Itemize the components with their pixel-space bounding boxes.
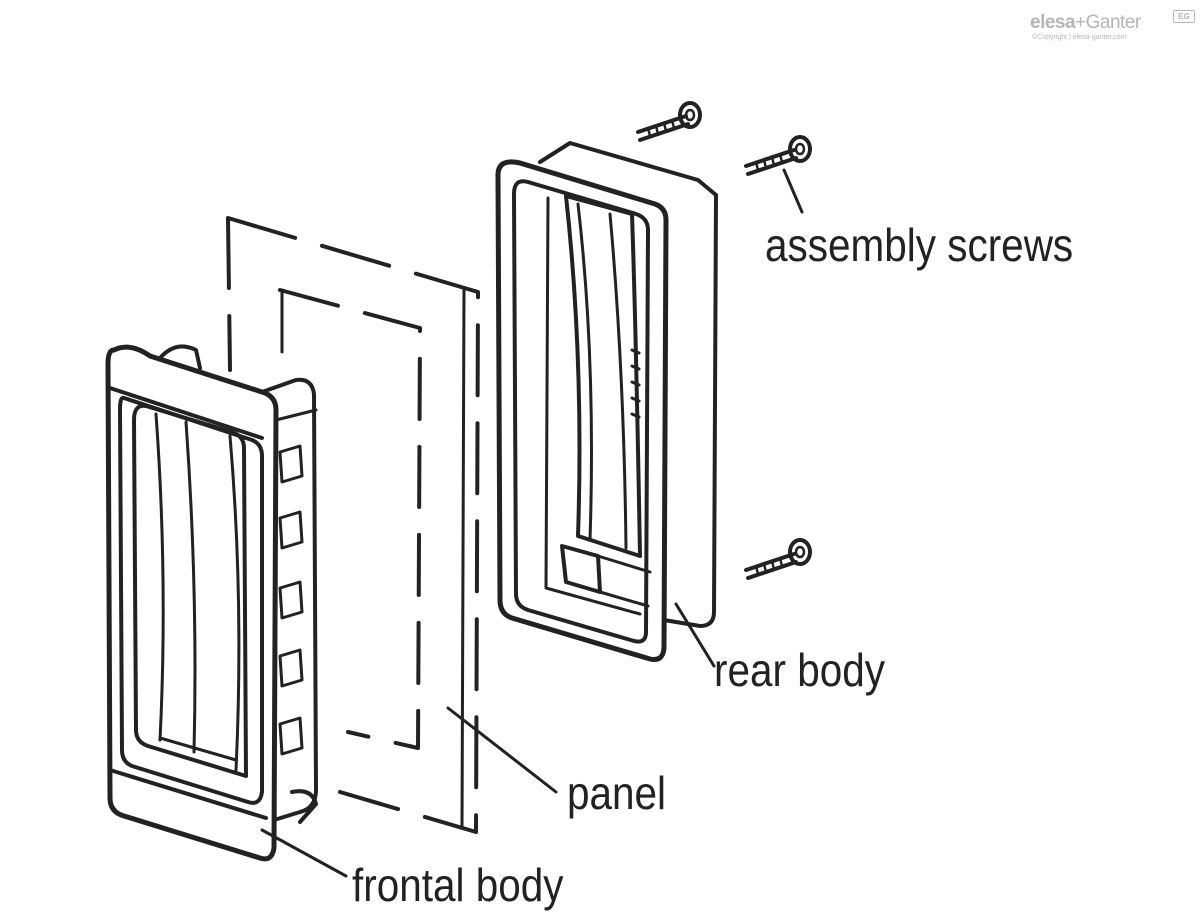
- leader-panel: [446, 706, 558, 794]
- logo-copyright: ©Copyright | elesa-ganter.com: [1032, 34, 1127, 41]
- screw-bottom: [744, 538, 812, 580]
- leader-frontal-body: [260, 828, 348, 878]
- screw-middle: [744, 135, 812, 176]
- label-assembly-screws: assembly screws: [765, 219, 1074, 271]
- frontal-body: [105, 344, 318, 862]
- panel-outline: [226, 216, 480, 834]
- brand-logo: elesa+Ganter EG ©Copyright | elesa-gante…: [1030, 10, 1195, 50]
- logo-badge: EG: [1173, 10, 1195, 23]
- label-frontal-body: frontal body: [352, 859, 564, 911]
- rear-body: [495, 141, 718, 662]
- leader-rear-body: [674, 602, 716, 668]
- label-rear-body: rear body: [714, 644, 886, 696]
- label-panel: panel: [567, 767, 667, 819]
- leader-assembly-screws: [782, 168, 804, 214]
- screw-top: [636, 101, 702, 142]
- logo-wordmark: elesa+Ganter: [1030, 12, 1141, 33]
